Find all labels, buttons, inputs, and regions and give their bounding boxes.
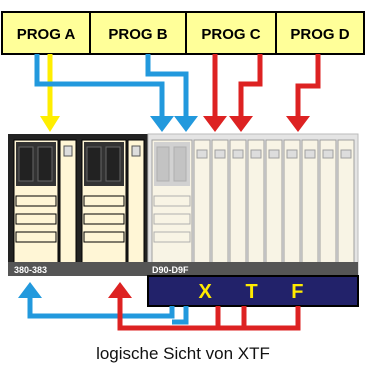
arrow-red-prog-c-1 [203, 54, 227, 132]
arrow-blue-prog-b [145, 54, 198, 132]
rack: 380-383 D90-D9F [8, 133, 359, 277]
module-group-3 [151, 139, 193, 269]
arrow-red-prog-d [286, 54, 321, 132]
diagram-caption: logische Sicht von XTF [96, 344, 270, 363]
program-label-b: PROG B [108, 26, 167, 43]
module-group-1 [13, 139, 77, 269]
arrow-red-prog-c-2 [229, 54, 263, 132]
program-label-c: PROG C [201, 26, 260, 43]
arrow-blue-prog-a [34, 54, 174, 132]
arrow-red-return [108, 282, 301, 331]
program-box-c: PROG C [185, 11, 277, 55]
program-label-a: PROG A [17, 26, 76, 43]
program-box-d: PROG D [275, 11, 365, 55]
rack-label-left: 380-383 [14, 265, 47, 275]
xtf-label: X T F [199, 281, 318, 303]
program-box-a: PROG A [1, 11, 91, 55]
module-slots-right [193, 139, 355, 269]
program-box-b: PROG B [89, 11, 187, 55]
program-label-d: PROG D [290, 26, 349, 43]
module-group-2 [81, 139, 145, 269]
arrow-blue-return [18, 282, 189, 325]
arrow-yellow-prog-a [40, 54, 60, 132]
xtf-bar: X T F [147, 275, 359, 307]
rack-label-right: D90-D9F [152, 265, 189, 275]
